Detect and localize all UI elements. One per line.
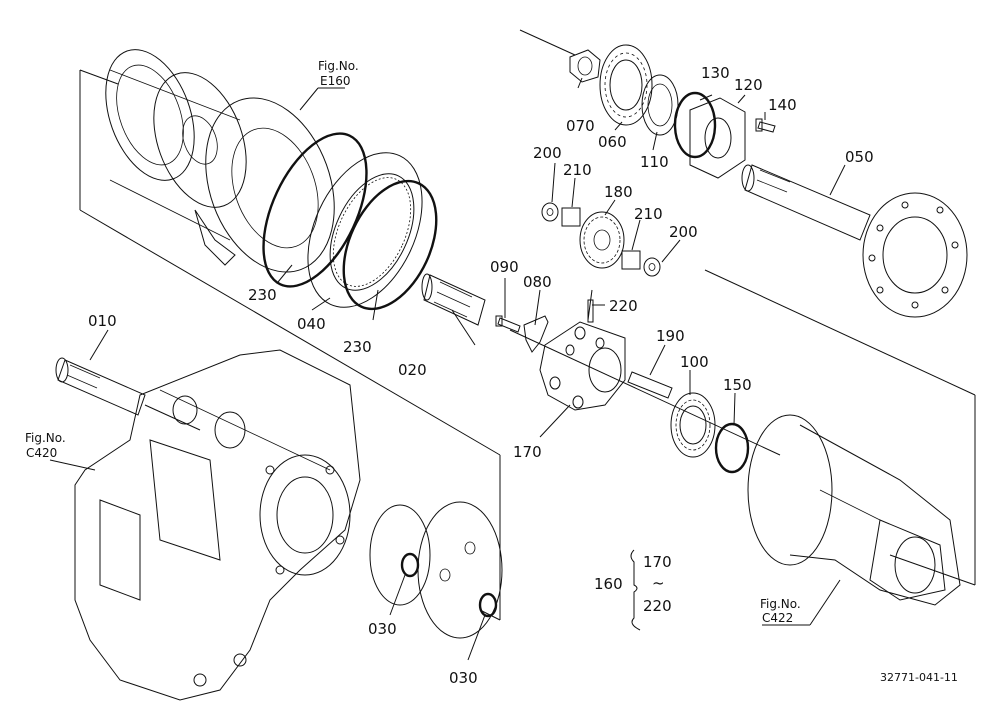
needle-bearing-210-left	[561, 207, 581, 227]
drawing-code: 32771-041-11	[880, 671, 958, 684]
o-ring-230-inner	[342, 179, 438, 311]
circlip-030-lower	[478, 592, 498, 618]
fig-ref-e160-number: E160	[320, 74, 351, 88]
callout-200-left: 200	[533, 144, 562, 162]
bolt-090	[495, 315, 521, 333]
callout-030-upper: 030	[368, 620, 397, 638]
callout-120: 120	[734, 76, 763, 94]
part-callouts: 070 060 110 130 120 140 050 200 210 180 …	[88, 64, 874, 687]
callout-190: 190	[656, 327, 685, 345]
callout-210-left: 210	[563, 161, 592, 179]
callout-150: 150	[723, 376, 752, 394]
callout-020: 020	[398, 361, 427, 379]
callout-040: 040	[297, 315, 326, 333]
cover-plate	[369, 501, 503, 639]
bolt-140	[755, 118, 776, 133]
oil-seal-150	[714, 422, 750, 474]
assembly-to: 220	[643, 597, 672, 615]
fig-ref-c422-label: Fig.No.	[760, 597, 801, 611]
callout-060: 060	[598, 133, 627, 151]
c420-transmission-case	[74, 349, 361, 701]
assembly-from: 170	[643, 553, 672, 571]
frame-lines	[79, 29, 976, 621]
callout-080: 080	[523, 273, 552, 291]
planet-gear-180	[579, 211, 625, 269]
leader-lines	[49, 77, 846, 661]
assembly-parent: 160	[594, 575, 623, 593]
callout-070: 070	[566, 117, 595, 135]
fig-ref-c420-number: C420	[26, 446, 57, 460]
fig-ref-c420[interactable]: Fig.No. C420	[25, 431, 66, 460]
bearing-060	[599, 44, 653, 126]
callout-230-outer: 230	[248, 286, 277, 304]
bearing-100	[670, 392, 716, 458]
fig-ref-c420-label: Fig.No.	[25, 431, 66, 445]
e160-plate-assembly	[105, 49, 335, 273]
callout-050: 050	[845, 148, 874, 166]
assembly-group: 160 170 ~ 220	[594, 549, 672, 631]
callout-200-right: 200	[669, 223, 698, 241]
thrust-washer-200-right	[643, 257, 661, 277]
assembly-tilde: ~	[652, 574, 665, 592]
nut-070	[569, 49, 601, 83]
c422-axle-case	[747, 414, 961, 606]
callout-110: 110	[640, 153, 669, 171]
callout-010: 010	[88, 312, 117, 330]
lock-washer-080	[523, 315, 549, 353]
callout-230-inner: 230	[343, 338, 372, 356]
oil-seal-110	[641, 74, 679, 136]
callout-220: 220	[609, 297, 638, 315]
callout-090: 090	[490, 258, 519, 276]
callout-180: 180	[604, 183, 633, 201]
callout-170: 170	[513, 443, 542, 461]
callout-140: 140	[768, 96, 797, 114]
fig-ref-c422[interactable]: Fig.No. C422	[760, 597, 801, 625]
fig-ref-e160[interactable]: Fig.No. E160	[318, 59, 359, 88]
fig-ref-c422-number: C422	[762, 611, 793, 625]
planet-carrier-170	[539, 321, 626, 411]
circlip-030-upper	[400, 552, 420, 578]
bearing-holder-120	[689, 97, 746, 179]
axle-shaft-050	[741, 164, 968, 318]
callout-030-lower: 030	[449, 669, 478, 687]
thrust-washer-200-left	[541, 202, 559, 222]
o-ring-130	[673, 91, 717, 159]
o-ring-230-outer	[262, 132, 368, 288]
shaft-190	[627, 371, 673, 399]
shaft-020	[421, 273, 486, 326]
needle-bearing-210-right	[621, 250, 641, 270]
callout-130: 130	[701, 64, 730, 82]
callout-100: 100	[680, 353, 709, 371]
shaft-010	[55, 357, 146, 416]
fig-ref-e160-label: Fig.No.	[318, 59, 359, 73]
callout-210-right: 210	[634, 205, 663, 223]
